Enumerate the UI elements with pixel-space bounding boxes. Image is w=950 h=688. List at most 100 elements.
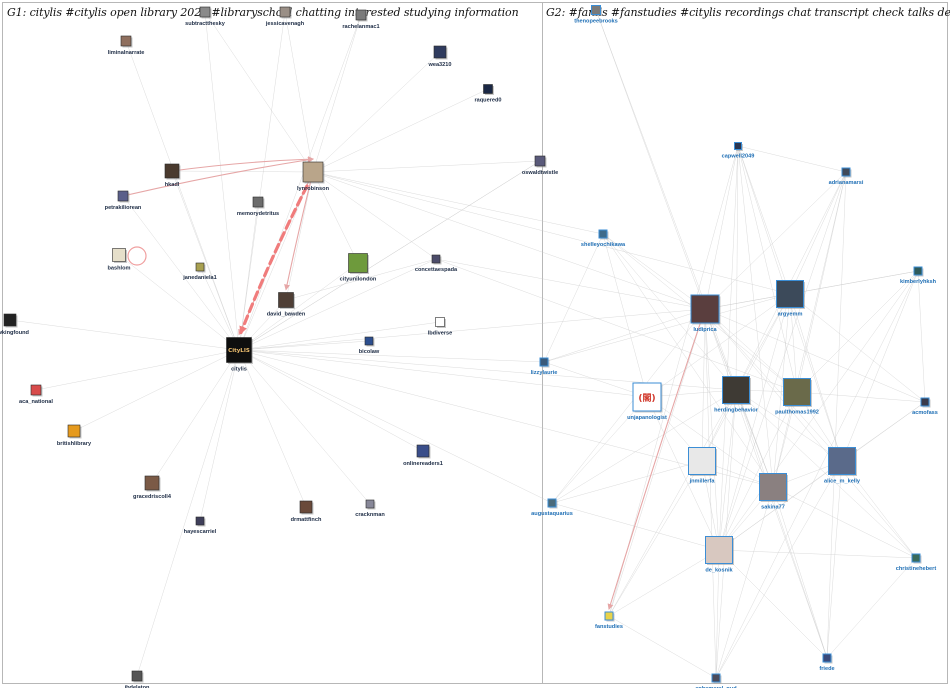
node-subtractthesky[interactable]: subtractthesky [185,6,226,27]
node-david_bawden[interactable]: david_bawden [267,292,306,318]
edge-jessicavenagh-lynrobinson [284,11,314,173]
node-memorydetritus[interactable]: memorydetritus [237,196,279,217]
node-gracedriscoll4[interactable]: gracedriscoll4 [133,475,172,500]
node-drmattfinch[interactable]: drmattfinch [291,500,322,523]
node-herdingbehavior[interactable]: herdingbehavior [714,376,759,414]
node-avatar [913,266,923,276]
node-britishlibrary[interactable]: britishlibrary [57,424,92,447]
node-bashlom[interactable]: bashlom [107,248,131,272]
edge-christinehebert-friede [826,557,917,659]
node-label: concettaespada [415,267,458,273]
edge-capwell2049-fanstudies [608,145,739,617]
node-avatar [722,376,750,404]
node-augustaquarius[interactable]: augustaquarius [531,498,573,517]
node-alice_m_kelly[interactable]: alice_m_kelly [824,447,861,485]
node-jnmillerfa[interactable]: jnmillerfa [688,447,718,485]
node-bicolaw[interactable]: bicolaw [359,336,380,355]
node-label: citylis [231,367,247,373]
node-cracknman[interactable]: cracknman [355,499,385,518]
node-thenopeebrooks[interactable]: thenopeebrooks [574,5,618,25]
node-label: rachelanmac1 [342,24,379,30]
node-ludiprica[interactable]: ludiprica [690,294,721,333]
edge-jessicavenagh-citylis [238,11,286,351]
node-avatar [120,35,132,47]
node-de_kosnik[interactable]: de_kosnik [705,536,734,574]
node-label: sakina77 [761,505,785,511]
node-label: unjapanologist [627,415,667,421]
node-lynrobinson[interactable]: lynrobinson [297,161,330,192]
node-label: paulthomas1992 [775,410,819,416]
edge-de_kosnik-friede [718,549,828,659]
edge-shelleyochikawa-herdingbehavior [602,233,737,391]
node-adrianamarsi[interactable]: adrianamarsi [829,167,864,186]
node-avatar-text: (閣) [638,393,655,404]
node-kimberlyhksh[interactable]: kimberlyhksh [900,266,937,285]
edge-thenopeebrooks-ludiprica [595,9,706,310]
node-label: liminalnarrate [108,50,145,56]
node-avatar [841,167,851,177]
edge-concettaespada-david_bawden [285,258,437,301]
edge-concettaespada-paulthomas1992 [435,258,798,393]
node-label: wea3210 [427,62,451,68]
node-hayescarriel[interactable]: hayescarriel [184,516,217,535]
node-label: hayescarriel [184,529,217,535]
node-rachelanmac1[interactable]: rachelanmac1 [342,9,380,30]
edge-paulthomas1992-adrianamarsi [796,171,847,393]
edge-cracknman-citylis [238,349,371,505]
node-avatar [416,444,430,458]
node-lbdiverse[interactable]: lbdiverse [428,317,453,337]
node-christinehebert[interactable]: christinehebert [896,553,937,572]
node-lizzylaurie[interactable]: lizzylaurie [531,357,558,376]
node-hawkingfound[interactable]: hawkingfound [0,313,30,336]
node-avatar [433,45,447,59]
node-petrakiliorean[interactable]: petrakiliorean [105,190,142,211]
edge-britishlibrary-citylis [73,349,240,432]
nodes-layer: subtractthesky jessicavenagh rachelanmac1 l… [0,5,938,688]
edge-augustaquarius-herdingbehavior [551,389,737,504]
edge-herdingbehavior-de_kosnik [718,389,737,551]
node-label: cityunilondon [340,277,377,283]
node-concettaespada[interactable]: concettaespada [415,254,458,273]
node-fanstudies[interactable]: fanstudies [595,611,623,630]
node-sakina77[interactable]: sakina77 [759,473,789,511]
node-label: subtractthesky [185,21,226,27]
node-onlinereaders1[interactable]: onlinereaders1 [403,444,443,467]
node-label: lbdiverse [428,331,453,337]
node-capwell2049[interactable]: capwell2049 [722,142,755,160]
node-liminalnarrate[interactable]: liminalnarrate [108,35,145,56]
node-jessicavenagh[interactable]: jessicavenagh [265,6,305,27]
node-jbdelaton[interactable]: jbdelaton [124,670,150,688]
edge-argyemm-alice_m_kelly [789,293,843,462]
edge-bashlom-citylis [118,254,240,351]
node-label: hawkingfound [0,330,30,336]
node-label: argyemm [778,312,803,318]
node-argyemm[interactable]: argyemm [776,280,806,318]
node-oswaldtwistle[interactable]: oswaldtwistle [522,155,558,176]
edge-pink-hkadl-lynrobinson [171,156,314,172]
node-avatar [911,553,921,563]
node-janedaniela1[interactable]: janedaniela1 [182,262,217,281]
edge-onlinereaders1-citylis [238,349,424,452]
node-cityunilondon[interactable]: cityunilondon [340,253,377,283]
node-ephemeral_nud[interactable]: ephemeral_nud [695,673,737,688]
node-shelleyochikawa[interactable]: shelleyochikawa [581,229,626,248]
node-raquered0[interactable]: raquered0 [474,84,502,104]
node-wea3210[interactable]: wea3210 [427,45,452,68]
node-paulthomas1992[interactable]: paulthomas1992 [775,378,819,416]
node-acmofass[interactable]: acmofass [912,397,938,416]
edge-ludiprica-fanstudies [608,308,706,617]
edge-lynrobinson-concettaespada [312,171,437,260]
edge-alice_m_kelly-ephemeral_nud [715,460,843,679]
node-label: david_bawden [267,312,306,318]
node-aca_national[interactable]: aca_national [19,384,53,405]
node-hkadl[interactable]: hkadl [164,163,181,188]
edge-drmattfinch-citylis [238,349,307,508]
edge-argyemm-adrianamarsi [789,171,847,295]
node-friede[interactable]: friede [819,653,835,672]
node-avatar [164,163,180,179]
edge-paulthomas1992-capwell2049 [737,145,798,393]
node-label: adrianamarsi [829,180,864,186]
node-unjapanologist[interactable]: (閣) unjapanologist [627,382,667,421]
